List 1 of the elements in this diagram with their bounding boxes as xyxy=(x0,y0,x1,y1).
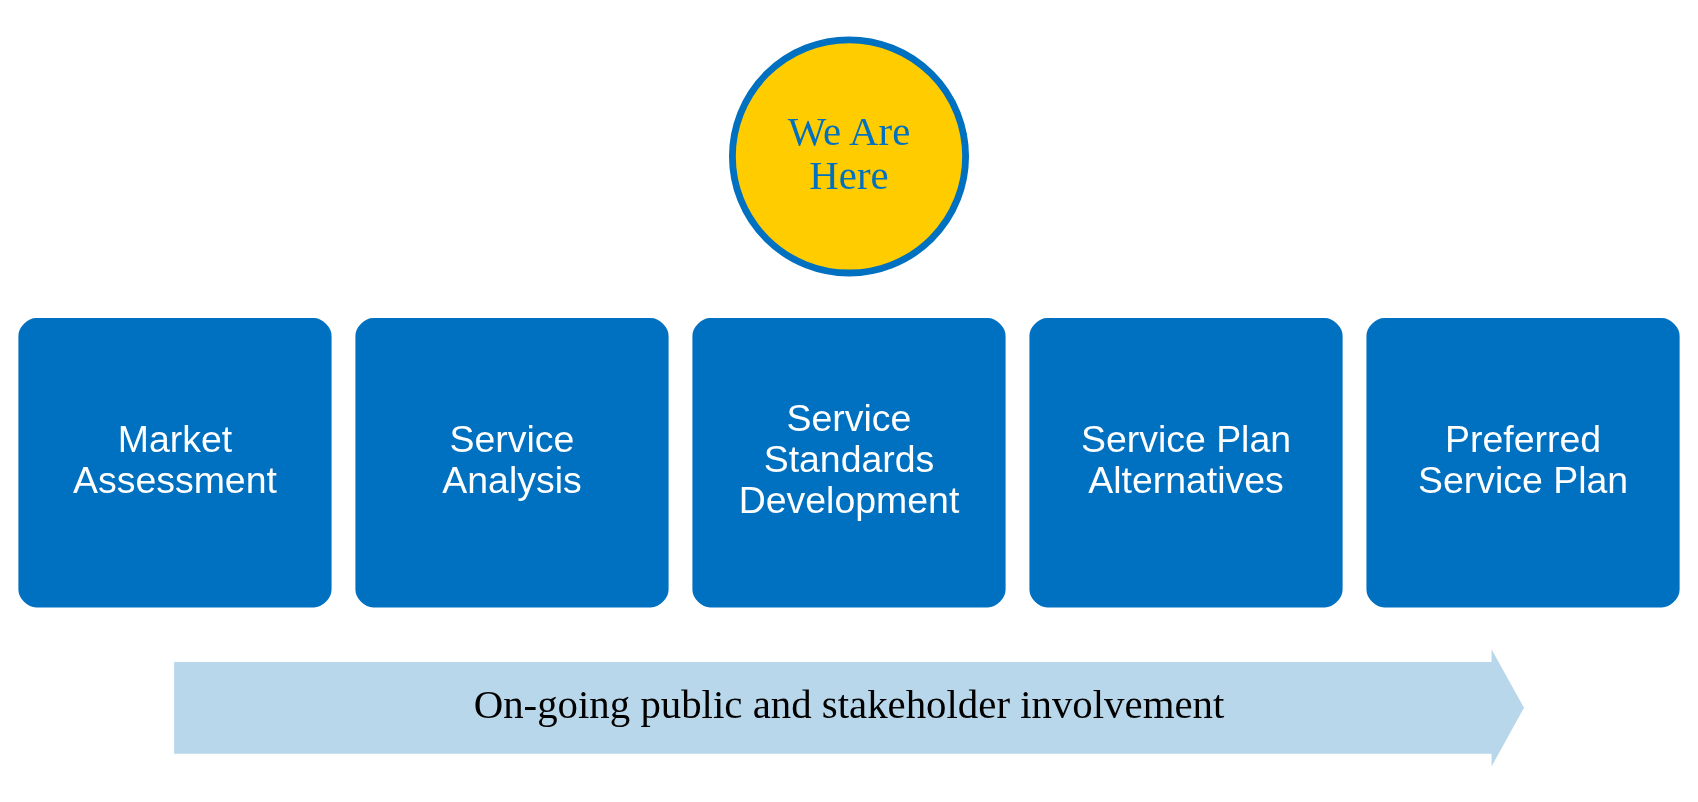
node-circle: We Are Here xyxy=(729,35,969,276)
